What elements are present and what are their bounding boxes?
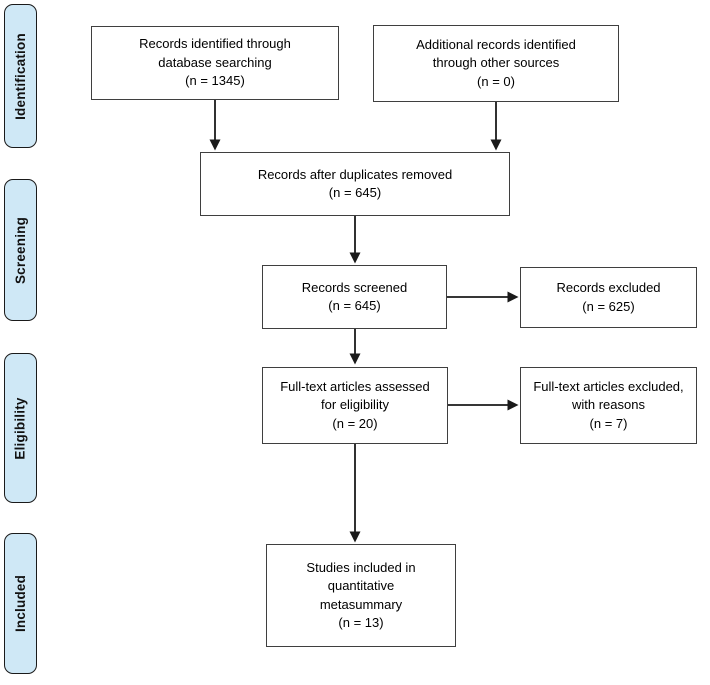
box-studies-included: Studies included in quantitative metasum… [266,544,456,647]
box-records-screened: Records screened (n = 645) [262,265,447,329]
stage-label-identification: Identification [13,32,28,120]
box-fulltext-excluded: Full-text articles excluded, with reason… [520,367,697,444]
box-records-identified: Records identified through database sear… [91,26,339,100]
stage-bar-eligibility: Eligibility [4,353,37,503]
stage-label-included: Included [13,574,29,633]
box-additional-records: Additional records identified through ot… [373,25,619,102]
box-after-duplicates-removed: Records after duplicates removed (n = 64… [200,152,510,216]
stage-label-eligibility: Eligibility [13,396,28,460]
box-fulltext-assessed: Full-text articles assessed for eligibil… [262,367,448,444]
stage-bar-included: Included [4,533,37,674]
box-records-excluded: Records excluded (n = 625) [520,267,697,328]
stage-label-screening: Screening [13,216,29,284]
stage-bar-screening: Screening [4,179,37,321]
stage-bar-identification: Identification [4,4,37,148]
